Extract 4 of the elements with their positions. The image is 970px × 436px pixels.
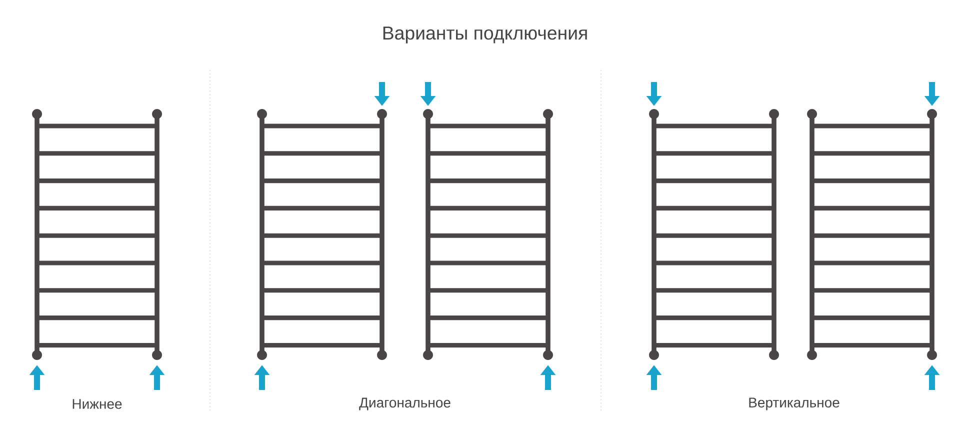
caption: Вертикальное <box>749 398 840 410</box>
title: Варианты подключения <box>383 26 587 44</box>
caption: Диагональное <box>359 398 450 410</box>
caption: Нижнее <box>72 399 122 409</box>
